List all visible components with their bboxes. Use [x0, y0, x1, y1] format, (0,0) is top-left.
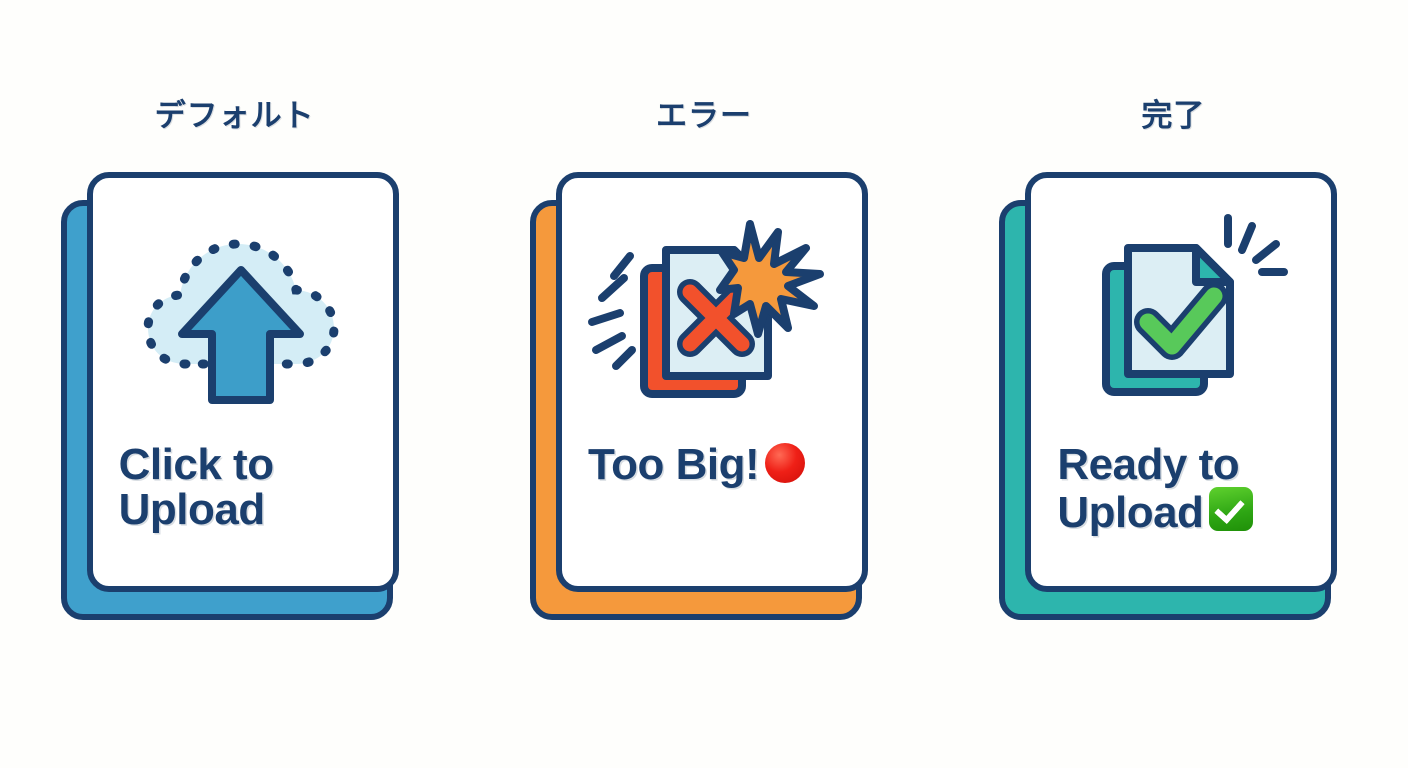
card-label-line-2: Upload [118, 485, 266, 535]
card-label-text: Too Big! [587, 440, 760, 489]
upload-dropzone-default[interactable]: Click to Upload [86, 172, 399, 592]
card-default: デフォルト Click to [35, 96, 435, 620]
card-label-error: Too Big! [562, 442, 862, 491]
card-caption-default: デフォルト [154, 97, 315, 133]
card-label-line-1: Click to [118, 440, 274, 489]
card-stack-default: Click to Upload [60, 172, 409, 620]
cloud-upload-icon [143, 239, 339, 404]
card-label-complete: Ready to Upload [1031, 442, 1331, 540]
card-label-line-1: Ready to [1057, 440, 1240, 489]
card-caption-complete: 完了 [1141, 97, 1206, 133]
card-label-line-2: Upload [1057, 487, 1331, 539]
card-art-complete [1031, 192, 1331, 442]
red-circle-emoji [765, 443, 806, 491]
card-stack-error: Too Big! [529, 172, 878, 620]
upload-dropzone-error[interactable]: Too Big! [555, 172, 868, 592]
card-error: エラー [504, 96, 904, 620]
impact-speed-lines-icon [587, 251, 636, 370]
sparkle-lines-icon [1224, 213, 1289, 276]
card-label-default: Click to Upload [93, 442, 393, 533]
document-check-sparkle-icon [1102, 213, 1289, 396]
impact-burst-icon [715, 219, 824, 338]
card-art-default [93, 192, 393, 442]
card-caption-error: エラー [655, 97, 752, 133]
upload-dropzone-complete[interactable]: Ready to Upload [1025, 172, 1338, 592]
card-label-line-1: Too Big! [588, 442, 862, 491]
card-label-text: Upload [1057, 488, 1204, 538]
document-error-burst-icon [587, 219, 824, 398]
card-complete: 完了 [973, 96, 1373, 620]
card-stack-complete: Ready to Upload [999, 172, 1347, 620]
card-art-error [562, 192, 862, 442]
green-check-emoji [1209, 487, 1254, 539]
